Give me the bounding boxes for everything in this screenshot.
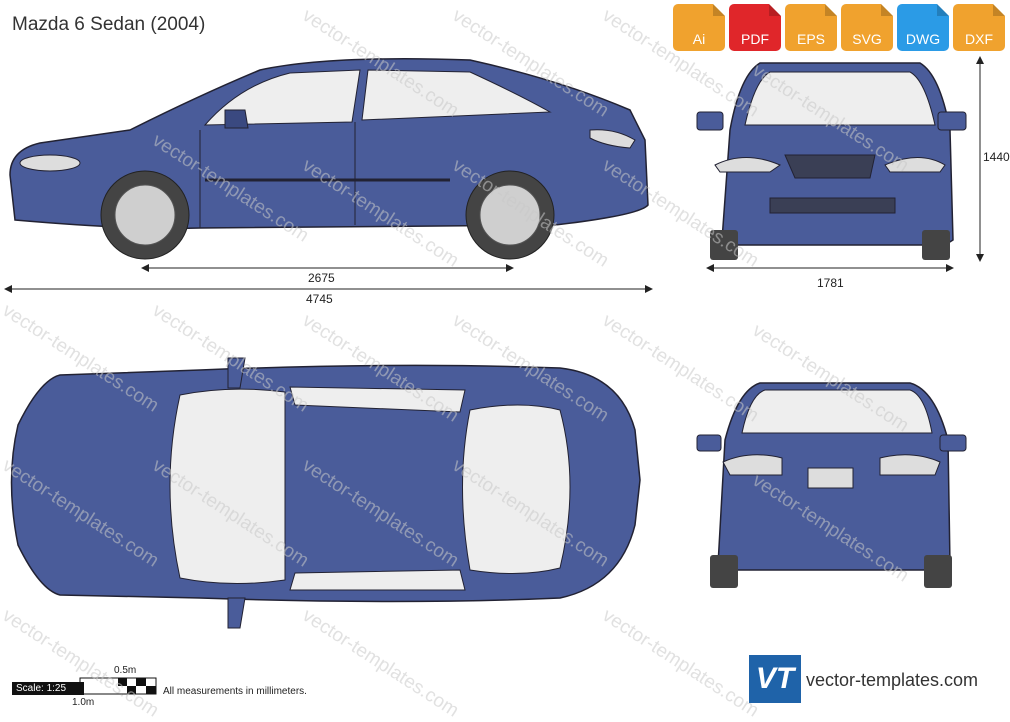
height-label: 1440 <box>983 150 1010 164</box>
scale-half-label: 0.5m <box>114 665 137 676</box>
vt-logo-icon[interactable]: VT <box>749 655 801 703</box>
width-label: 1781 <box>817 276 844 290</box>
format-buttons: Ai PDF EPS SVG DWG DXF <box>673 4 1005 51</box>
format-dxf-button[interactable]: DXF <box>953 4 1005 51</box>
format-ai-button[interactable]: Ai <box>673 4 725 51</box>
format-eps-button[interactable]: EPS <box>785 4 837 51</box>
length-label: 4745 <box>306 292 333 306</box>
scale-label: Scale: 1:25 <box>12 682 84 695</box>
front-view <box>696 62 967 260</box>
rear-view <box>696 382 967 588</box>
site-link[interactable]: vector-templates.com <box>806 670 979 690</box>
measurement-note: All measurements in millimeters. <box>163 686 307 697</box>
page-title: Mazda 6 Sedan (2004) <box>12 14 206 35</box>
scale-full-label: 1.0m <box>72 697 95 708</box>
wheelbase-label: 2675 <box>308 271 335 285</box>
top-view <box>10 357 641 629</box>
format-svg-button[interactable]: SVG <box>841 4 893 51</box>
format-dwg-button[interactable]: DWG <box>897 4 949 51</box>
scale-bar <box>79 677 157 695</box>
format-pdf-button[interactable]: PDF <box>729 4 781 51</box>
side-view <box>9 58 649 260</box>
